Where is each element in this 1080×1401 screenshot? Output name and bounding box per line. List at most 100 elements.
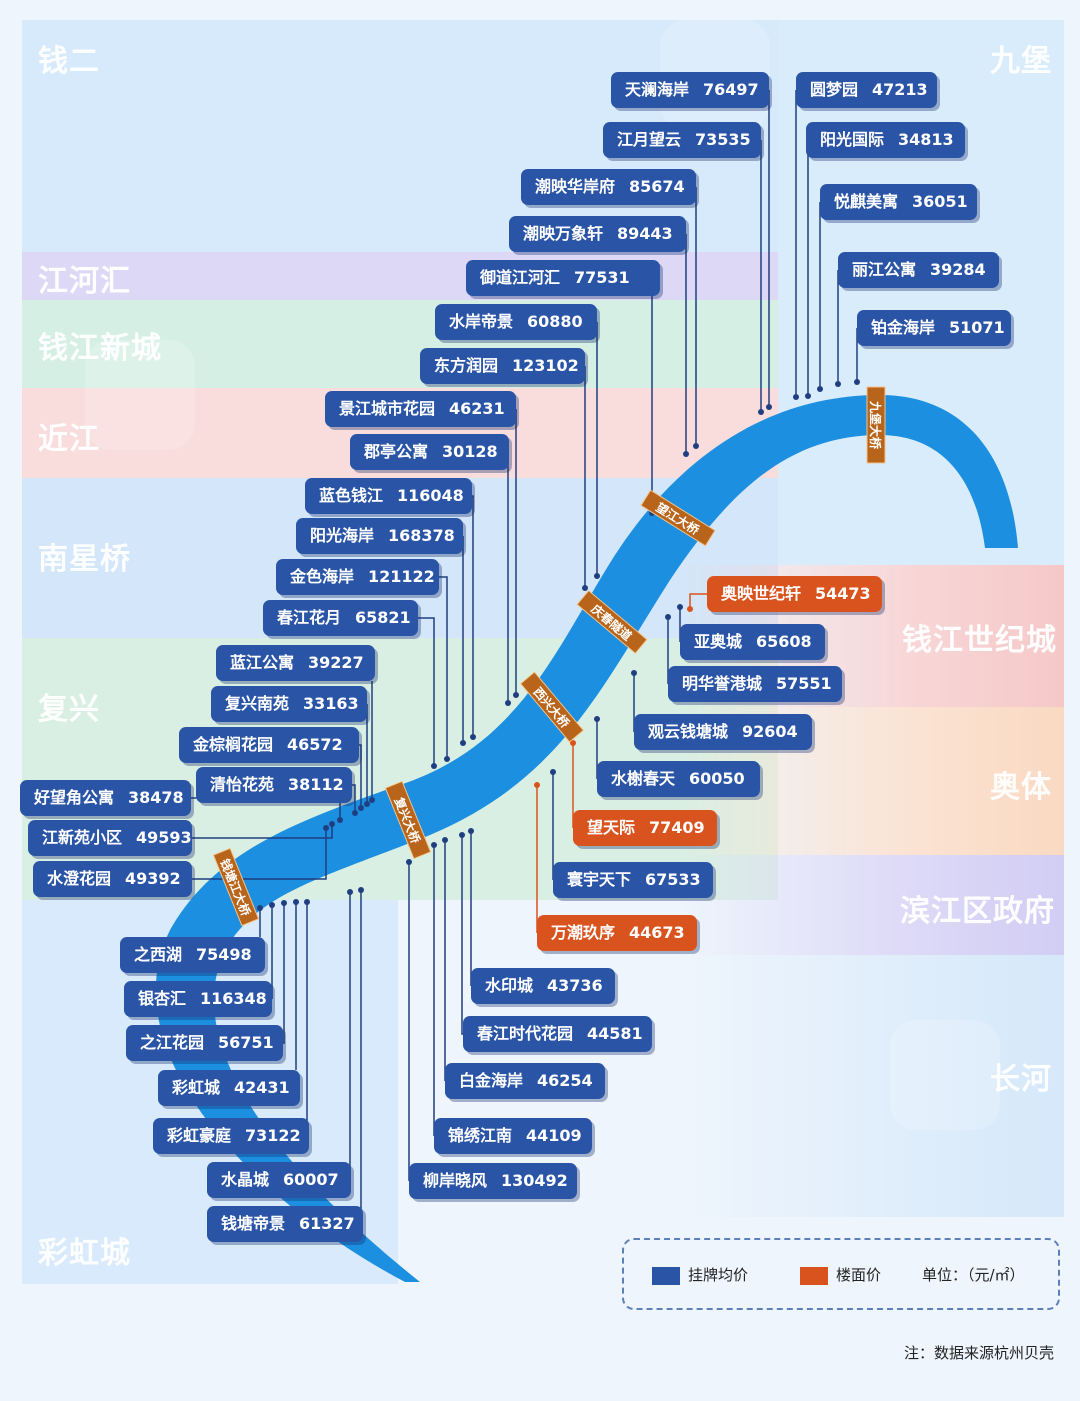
property-price: 46254 [537, 1071, 593, 1090]
property-name: 金色海岸 [290, 567, 355, 586]
property-price: 38478 [128, 788, 184, 807]
property-price: 42431 [234, 1078, 290, 1097]
anchor-dot [854, 379, 860, 385]
property-price: 34813 [898, 130, 954, 149]
property-name: 铂金海岸 [871, 318, 936, 337]
anchor-dot [352, 810, 358, 816]
anchor-dot [329, 821, 335, 827]
property-name: 奥映世纪轩 [721, 584, 802, 603]
property-price: 51071 [949, 318, 1005, 337]
zone-title-jiubao: 九堡 [990, 44, 1052, 79]
property-name: 春江时代花园 [477, 1024, 574, 1043]
property-name: 观云钱塘城 [648, 722, 729, 741]
property-price: 44581 [587, 1024, 643, 1043]
property-price: 75498 [196, 945, 252, 964]
anchor-dot [470, 734, 476, 740]
anchor-dot [835, 381, 841, 387]
leader-line [439, 576, 448, 759]
anchor-dot [347, 889, 353, 895]
zone-title-jiangpuhui: 江河汇 [38, 264, 131, 299]
property-price: 39227 [308, 653, 364, 672]
property-name: 潮映万象轩 [523, 224, 604, 243]
anchor-dot [766, 404, 772, 410]
property-name: 望天际 [587, 818, 636, 837]
property-label: 水榭春天 60050 [597, 761, 760, 797]
anchor-dot [693, 443, 699, 449]
property-name: 寰宇天下 [567, 870, 632, 889]
leader-line [360, 890, 363, 1225]
property-name: 江月望云 [617, 130, 682, 149]
property-name: 水榭春天 [611, 769, 676, 788]
property-name: 明华誉港城 [682, 674, 763, 693]
property-name: 御道江河汇 [480, 268, 561, 287]
property-price: 67533 [645, 870, 701, 889]
property-price: 47213 [872, 80, 928, 99]
property-price: 65608 [756, 632, 812, 651]
zone-title-fuxing: 复兴 [38, 692, 100, 727]
property-name: 彩虹豪庭 [167, 1126, 232, 1145]
leader-line [359, 744, 362, 808]
property-label: 铂金海岸 51071 [857, 310, 1011, 346]
property-label: 寰宇天下 67533 [553, 862, 713, 898]
anchor-dot [304, 899, 310, 905]
property-name: 景江城市花园 [339, 399, 436, 418]
property-name: 悦麒美寓 [834, 192, 899, 211]
property-price: 61327 [299, 1214, 355, 1233]
leader-line [349, 892, 351, 1181]
property-name: 万潮玖序 [551, 923, 616, 942]
anchor-dot [677, 604, 683, 610]
zone-band-jiubao [778, 20, 1064, 565]
property-price: 49593 [136, 828, 192, 847]
property-price: 92604 [742, 722, 798, 741]
anchor-dot [460, 740, 466, 746]
property-label: 彩虹豪庭 73122 [153, 1118, 309, 1154]
property-name: 金棕榈花园 [193, 735, 274, 754]
property-label: 明华誉港城 57551 [668, 666, 842, 702]
property-price: 121122 [368, 567, 435, 586]
zone-title-qianer: 钱二 [38, 44, 100, 79]
legend-label-listing: 挂牌均价 [688, 1266, 749, 1284]
property-price: 57551 [776, 674, 832, 693]
property-price: 73122 [245, 1126, 301, 1145]
leader-line [472, 495, 474, 737]
property-name: 水澄花园 [47, 869, 112, 888]
property-name: 清怡花苑 [210, 775, 275, 794]
anchor-dot [257, 905, 263, 911]
anchor-dot [406, 859, 412, 865]
property-name: 好望角公寓 [34, 788, 115, 807]
leader-line [418, 617, 435, 766]
leader-line [192, 824, 333, 839]
property-price: 56751 [218, 1033, 274, 1052]
property-price: 36051 [912, 192, 968, 211]
property-price: 39284 [930, 260, 986, 279]
anchor-dot [364, 801, 370, 807]
anchor-dot [594, 716, 600, 722]
anchor-dot [805, 393, 811, 399]
anchor-dot [665, 614, 671, 620]
property-name: 之西湖 [134, 945, 183, 964]
anchor-dot [444, 756, 450, 762]
property-price: 60050 [689, 769, 745, 788]
bridge-label: 九堡大桥 [868, 400, 883, 450]
property-name: 阳光海岸 [310, 526, 375, 545]
anchor-dot [281, 900, 287, 906]
property-price: 65821 [355, 608, 411, 627]
anchor-dot [459, 832, 465, 838]
anchor-dot [468, 828, 474, 834]
property-name: 复兴南苑 [225, 694, 290, 713]
property-label: 春江时代花园 44581 [463, 1016, 652, 1052]
anchor-dot [817, 386, 823, 392]
anchor-dot [431, 842, 437, 848]
anchor-dot [269, 902, 275, 908]
